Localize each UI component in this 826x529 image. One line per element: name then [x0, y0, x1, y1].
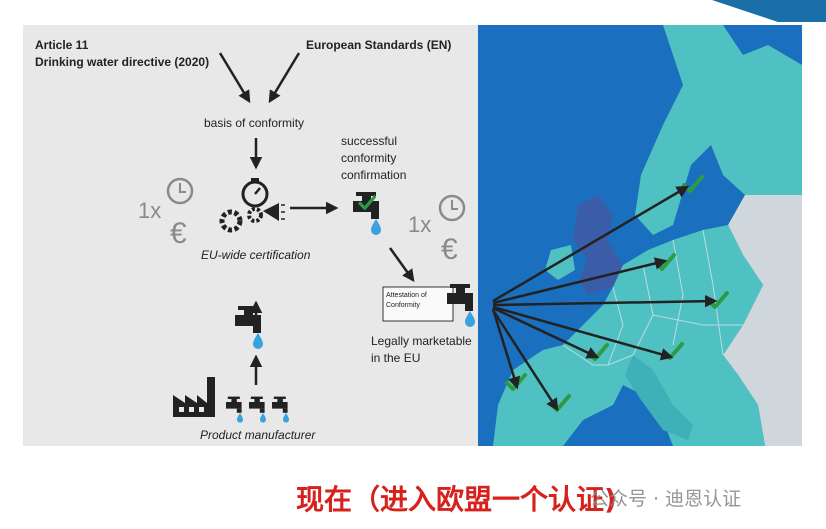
svg-text:€: €: [441, 233, 458, 266]
map-continental-eu: [493, 225, 765, 446]
success-label-line1: successful: [341, 134, 398, 148]
article-label-line2: Drinking water directive (2020): [35, 55, 210, 69]
cost-label-2: 1x: [408, 212, 432, 237]
cost-time-icon-2: €: [438, 194, 466, 266]
certification-icon: [219, 178, 285, 233]
certification-label: EU-wide certification: [201, 248, 311, 262]
europe-map: [478, 25, 802, 446]
marketable-label-line1: Legally marketable: [371, 334, 472, 348]
success-label-line3: confirmation: [341, 168, 407, 182]
article-label-line1: Article 11: [35, 38, 89, 52]
diagram-panel: € €: [23, 25, 802, 446]
attestation-label-line1: Attestation of: [386, 292, 427, 299]
corner-decoration: [712, 0, 826, 22]
map-non-eu: [723, 195, 802, 446]
product-faucets-icon: [226, 396, 289, 423]
confirmed-faucet-icon: [353, 192, 381, 235]
success-label-line2: conformity: [341, 151, 397, 165]
cost-time-icon-1: €: [166, 177, 194, 250]
manufacturer-label: Product manufacturer: [200, 428, 316, 442]
map-scandinavia: [635, 25, 802, 235]
distribution-arrows: [491, 185, 718, 412]
tested-faucet-icon: [235, 306, 263, 349]
map-italy: [625, 355, 693, 440]
standards-label: European Standards (EN): [306, 38, 452, 52]
marketable-label-line2: in the EU: [371, 351, 421, 365]
attestation-certificate-icon: [382, 286, 454, 322]
factory-icon: [173, 377, 215, 417]
basis-label: basis of conformity: [204, 116, 305, 130]
attestation-label-line2: Conformity: [386, 302, 420, 309]
slide-caption: 现在（进入欧盟一个认证): [296, 483, 617, 516]
svg-text:€: €: [170, 217, 187, 250]
watermark-text: 公众号 · 迪恩认证: [590, 488, 742, 510]
map-uk: [573, 195, 623, 295]
cost-label-1: 1x: [138, 198, 162, 223]
